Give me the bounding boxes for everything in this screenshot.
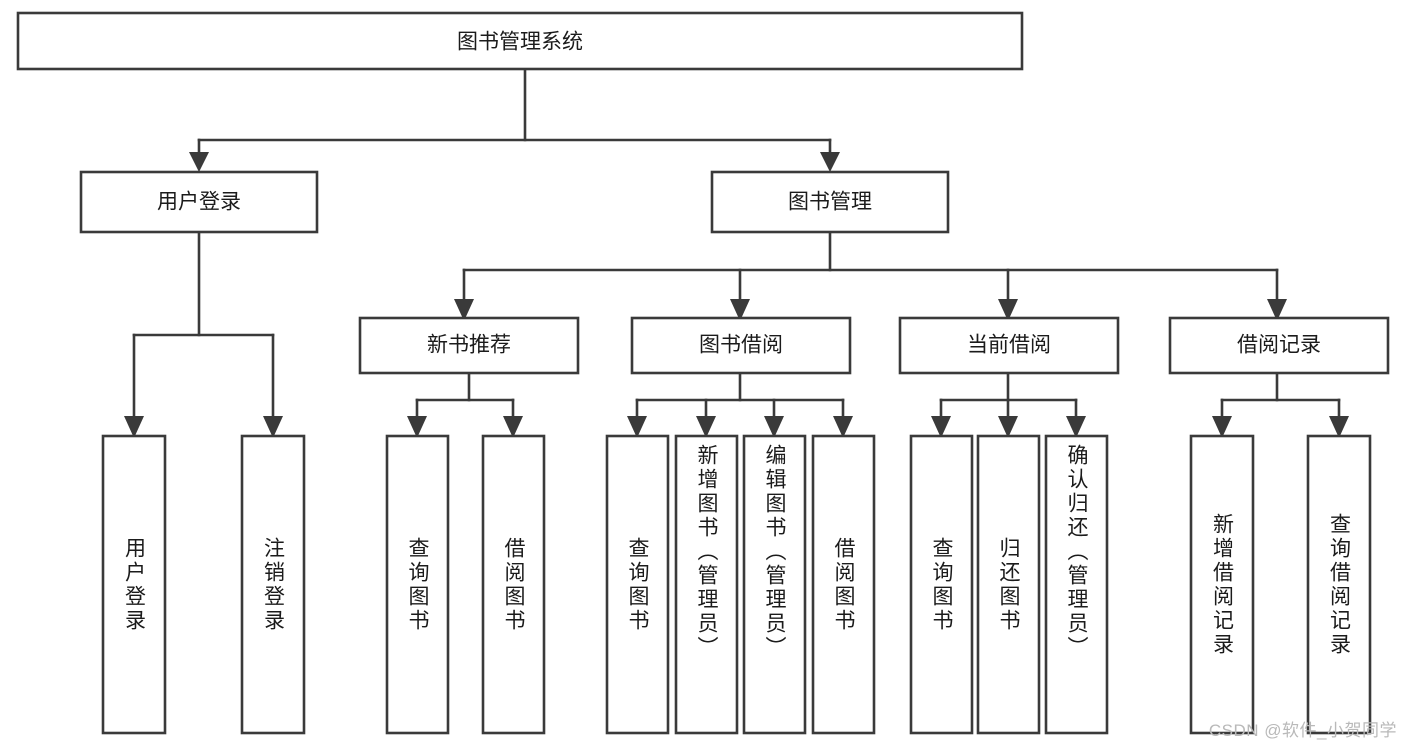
node-root[interactable]	[16, 11, 1024, 71]
leaf-add-borrow-record[interactable]	[1189, 434, 1255, 735]
arrowhead-borrow-leaf-4	[833, 416, 853, 438]
arrowhead-borrow	[730, 299, 750, 321]
arrowhead-newbooks-leaf-1	[407, 416, 427, 438]
arrowhead-records-leaf-2	[1329, 416, 1349, 438]
node-box-layer	[16, 11, 1390, 735]
watermark-text: CSDN @软件_小贺同学	[1208, 721, 1397, 740]
node-user-login[interactable]	[79, 170, 319, 234]
leaf-borrow-book[interactable]	[811, 434, 876, 735]
arrowhead-current-leaf-2	[998, 416, 1018, 438]
leaf-edit-book-admin[interactable]	[742, 434, 807, 735]
node-new-book-recommend[interactable]	[358, 316, 580, 375]
arrowhead-new-books	[454, 299, 474, 321]
node-book-management[interactable]	[710, 170, 950, 234]
arrowhead-borrow-leaf-3	[764, 416, 784, 438]
leaf-borrow-book-new[interactable]	[481, 434, 546, 735]
arrowhead-leaf-logout	[263, 416, 283, 438]
arrowhead-current-leaf-3	[1066, 416, 1086, 438]
arrowhead-current-leaf-1	[931, 416, 951, 438]
node-user-login-label: 用户登录	[157, 191, 241, 214]
node-new-book-recommend-label: 新书推荐	[427, 334, 511, 357]
arrowhead-records-leaf-1	[1212, 416, 1232, 438]
node-root-label: 图书管理系统	[457, 31, 583, 54]
node-current-borrow[interactable]	[898, 316, 1120, 375]
node-book-borrow-label: 图书借阅	[699, 334, 783, 357]
node-current-borrow-label: 当前借阅	[967, 334, 1051, 357]
leaf-logout[interactable]	[240, 434, 306, 735]
arrowhead-borrow-leaf-1	[627, 416, 647, 438]
node-borrow-records[interactable]	[1168, 316, 1390, 375]
arrowhead-current	[998, 299, 1018, 321]
node-book-borrow[interactable]	[630, 316, 852, 375]
leaf-query-borrow-record[interactable]	[1306, 434, 1372, 735]
arrowhead-leaf-user-login	[124, 416, 144, 438]
arrowhead-book-mgmt	[820, 152, 840, 172]
leaf-query-book-new[interactable]	[385, 434, 450, 735]
label-layer: 图书管理系统 用户登录 图书管理 新书推荐 图书借阅 当前借阅 借阅记录	[157, 31, 1321, 357]
leaf-add-book-admin[interactable]	[674, 434, 739, 735]
node-borrow-records-label: 借阅记录	[1237, 334, 1321, 357]
arrowhead-layer	[124, 152, 1349, 438]
leaf-return-book[interactable]	[976, 434, 1041, 735]
leaf-query-book-current[interactable]	[909, 434, 974, 735]
arrowhead-borrow-leaf-2	[696, 416, 716, 438]
leaf-confirm-return-admin[interactable]	[1044, 434, 1109, 735]
node-book-management-label: 图书管理	[788, 191, 872, 214]
arrowhead-records	[1267, 299, 1287, 321]
arrowhead-user-login	[189, 152, 209, 172]
leaf-query-book-borrow[interactable]	[605, 434, 670, 735]
arrowhead-newbooks-leaf-2	[503, 416, 523, 438]
leaf-user-login[interactable]	[101, 434, 167, 735]
